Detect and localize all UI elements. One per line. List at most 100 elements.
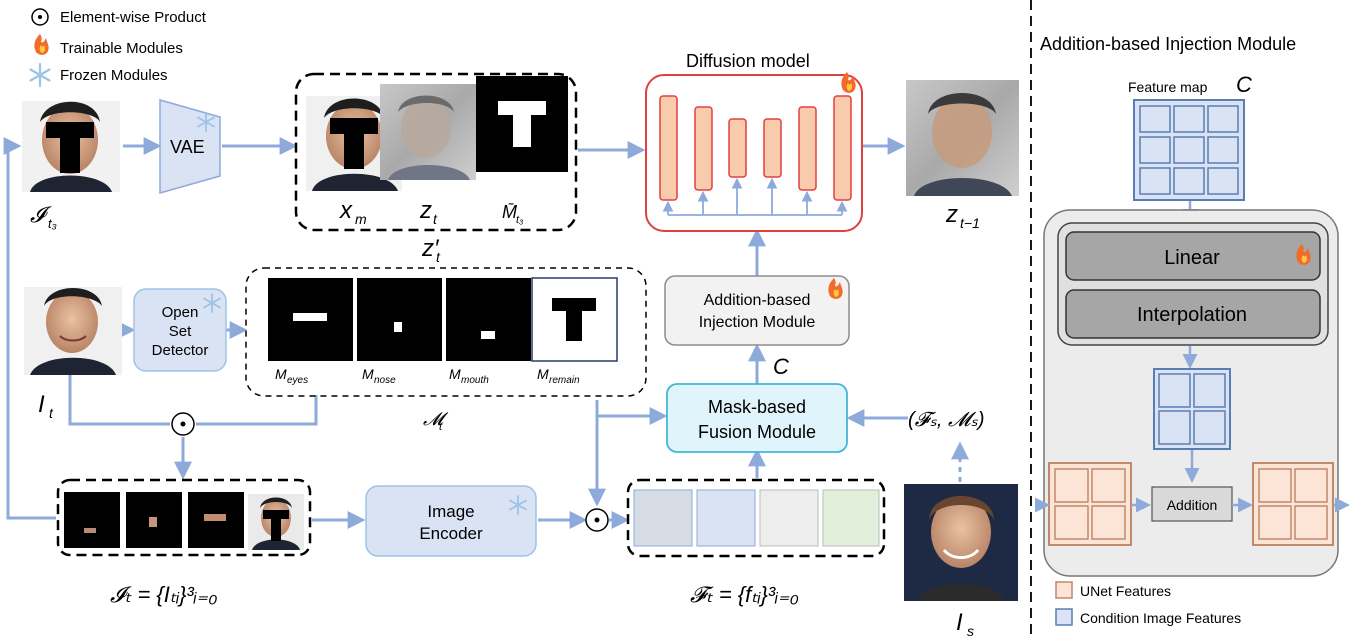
unet-block-4 bbox=[763, 118, 782, 178]
elementwise-product-op-2 bbox=[585, 508, 609, 532]
fusion-label-line2: Fusion Module bbox=[698, 422, 816, 442]
image-encoder-block: Image Encoder bbox=[365, 485, 537, 557]
label-M-bar-sub: t₃ bbox=[516, 214, 524, 226]
flame-icon bbox=[34, 34, 49, 55]
label-x-m-sub: m bbox=[355, 211, 367, 227]
legend-elementwise-label: Element-wise Product bbox=[60, 9, 207, 26]
detector-label-line3: Detector bbox=[152, 342, 209, 359]
label-C: C bbox=[773, 354, 789, 379]
crop-remain bbox=[248, 494, 304, 550]
vae-label: VAE bbox=[170, 137, 205, 157]
detector-snowflake-icon bbox=[203, 293, 221, 313]
image-z-t-minus-1 bbox=[906, 80, 1019, 196]
crop-eyes bbox=[64, 492, 120, 548]
mask-mouth bbox=[446, 278, 531, 361]
image-encoder-line2: Encoder bbox=[419, 524, 483, 543]
label-z-t-prime: z′ bbox=[421, 235, 440, 262]
injection-flame-icon bbox=[828, 278, 843, 299]
label-M-mouth: M bbox=[449, 366, 461, 382]
label-M-nose-sub: nose bbox=[374, 375, 396, 386]
unet-block-5 bbox=[798, 106, 817, 191]
unet-block-2 bbox=[694, 106, 713, 191]
label-I-t-set: 𝓘ₜ = {Iₜᵢ}³ᵢ₌₀ bbox=[110, 582, 217, 607]
open-set-detector-block: Open Set Detector bbox=[133, 288, 227, 372]
snowflake-icon bbox=[29, 62, 51, 88]
vae-block: VAE bbox=[159, 99, 221, 194]
label-I-t-sub: t bbox=[49, 405, 54, 421]
mask-nose bbox=[357, 278, 442, 361]
label-z-t-minus-1: z bbox=[945, 201, 958, 228]
feature-1 bbox=[696, 489, 756, 547]
legend-frozen-label: Frozen Modules bbox=[60, 67, 168, 84]
label-M-mouth-sub: mouth bbox=[461, 375, 489, 386]
label-I-t: I bbox=[38, 391, 45, 418]
feature-3 bbox=[822, 489, 880, 547]
label-M-remain-sub: remain bbox=[549, 375, 580, 386]
interpolation-label: Interpolation bbox=[1137, 304, 1247, 326]
diffusion-flame-icon bbox=[841, 72, 856, 93]
condition-grid-small bbox=[1153, 368, 1231, 450]
encoder-snowflake-icon bbox=[509, 495, 527, 515]
label-M-eyes: M bbox=[275, 366, 287, 382]
label-z-t: z bbox=[419, 197, 432, 224]
legend-top: Element-wise Product Trainable Modules F… bbox=[29, 8, 207, 88]
elementwise-product-op-1 bbox=[171, 412, 195, 436]
label-z-t-sub: t bbox=[433, 211, 438, 227]
feature-map-label: Feature map bbox=[1128, 79, 1208, 95]
image-encoder-line1: Image bbox=[427, 502, 474, 521]
label-F-t-set: 𝓕ₜ = {fₜᵢ}³ᵢ₌₀ bbox=[690, 582, 799, 607]
latent-inputs-group: x m z t M̄ t₃ bbox=[294, 72, 578, 232]
label-M-nose: M bbox=[362, 366, 374, 382]
label-I-s: I bbox=[956, 609, 963, 636]
diffusion-title: Diffusion model bbox=[686, 51, 810, 71]
vae-snowflake-icon bbox=[197, 112, 215, 132]
side-panel-title: Addition-based Injection Module bbox=[1040, 34, 1296, 54]
masked-crops-group bbox=[56, 478, 312, 557]
image-I-s bbox=[904, 484, 1018, 601]
features-group bbox=[626, 478, 886, 558]
injection-label-line2: Injection Module bbox=[699, 314, 816, 331]
unet-grid-right bbox=[1252, 462, 1334, 546]
diffusion-model-block bbox=[645, 72, 863, 232]
detector-label-line2: Set bbox=[169, 323, 192, 340]
feature-0 bbox=[633, 489, 693, 547]
unet-block-1 bbox=[659, 95, 678, 201]
legend-unet-label: UNet Features bbox=[1080, 583, 1171, 599]
label-x-m: x bbox=[339, 197, 353, 224]
mask-fusion-block: Mask-based Fusion Module bbox=[666, 383, 848, 453]
legend-cond-swatch bbox=[1055, 608, 1073, 626]
label-M-eyes-sub: eyes bbox=[287, 375, 308, 386]
label-M-t-sub: t bbox=[439, 421, 443, 433]
legend-unet-swatch bbox=[1055, 581, 1073, 599]
label-z-t-prime-sub: t bbox=[436, 249, 441, 265]
linear-flame-icon bbox=[1296, 244, 1311, 265]
masks-group: M eyes M nose M mouth M remain bbox=[245, 267, 647, 397]
unet-block-3 bbox=[728, 118, 747, 178]
injection-label-line1: Addition-based bbox=[704, 292, 811, 309]
addition-injection-block: Addition-based Injection Module bbox=[664, 275, 850, 346]
fusion-label-line1: Mask-based bbox=[708, 397, 806, 417]
image-I-t bbox=[24, 287, 122, 375]
label-Fs-Ms: (𝓕ₛ, 𝓜ₛ) bbox=[908, 409, 985, 431]
feature-2 bbox=[759, 489, 819, 547]
linear-label: Linear bbox=[1164, 247, 1220, 269]
label-z-t-minus-1-sub: t−1 bbox=[960, 215, 980, 231]
label-M-remain: M bbox=[537, 366, 549, 382]
legend-cond-label: Condition Image Features bbox=[1080, 610, 1241, 626]
feature-map-symbol: C bbox=[1236, 72, 1252, 97]
image-z-t-noisy bbox=[380, 84, 476, 180]
label-I-s-sub: s bbox=[967, 623, 974, 637]
feature-map-grid bbox=[1133, 99, 1245, 201]
image-mask-bar bbox=[476, 76, 568, 172]
interpolation-block bbox=[1065, 289, 1321, 339]
unet-block-6 bbox=[833, 95, 852, 201]
label-M-bar: M̄ bbox=[502, 202, 517, 222]
image-I-t3 bbox=[22, 101, 120, 192]
linear-block bbox=[1065, 231, 1321, 281]
connectors bbox=[3, 137, 908, 529]
detector-label-line1: Open bbox=[162, 304, 199, 321]
label-M-t: 𝓜 bbox=[423, 409, 449, 429]
side-legend: UNet Features Condition Image Features bbox=[1055, 581, 1241, 626]
legend-trainable-label: Trainable Modules bbox=[60, 40, 183, 57]
